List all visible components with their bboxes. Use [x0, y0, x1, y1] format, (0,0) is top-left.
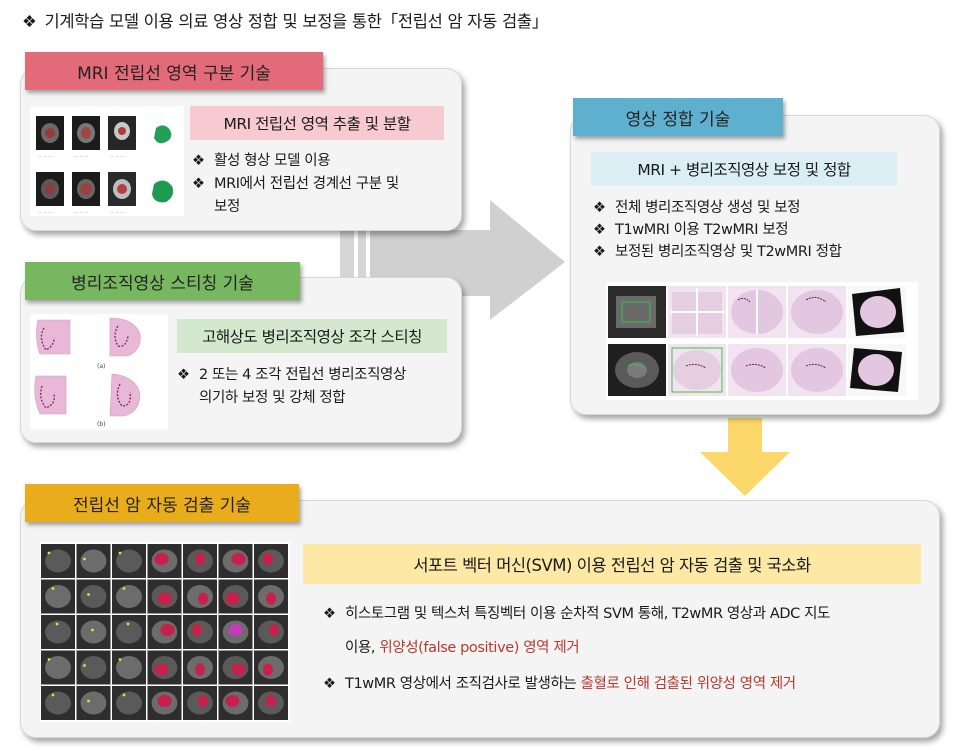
mri-slice-anatomy — [116, 691, 142, 715]
detection-bullet-1: ❖히스토그램 및 텍스처 특징벡터 이용 순차적 SVM 통해, T2wMR 영… — [323, 606, 830, 622]
feature-marker — [87, 593, 90, 596]
mri-slice-anatomy — [80, 620, 107, 644]
mri-slice-anatomy — [116, 584, 142, 609]
svg-text:— — —: — — — — [38, 154, 53, 159]
detected-lesion-overlay — [160, 624, 175, 636]
mri-slice-anatomy — [45, 549, 71, 573]
detected-lesion-overlay — [231, 663, 246, 676]
detected-lesion-overlay — [154, 553, 169, 565]
detected-lesion-overlay — [269, 624, 279, 636]
feature-marker — [87, 699, 90, 703]
detected-lesion-overlay — [198, 592, 208, 605]
mri-slice-anatomy — [80, 691, 107, 715]
detection-highlight-1: 위양성(false positive) 영역 제거 — [379, 640, 580, 656]
mri-bullet-2: ❖MRI에서 전립선 경계선 구분 및 — [192, 176, 399, 192]
registration-figure — [606, 282, 918, 400]
detected-lesion-overlay — [225, 592, 240, 605]
mri-slice-anatomy — [45, 584, 71, 609]
svg-text:— — —: — — — — [74, 154, 89, 159]
histo-panel-tag: 병리조직영상 스티칭 기술 — [25, 262, 300, 300]
feature-marker — [51, 587, 55, 590]
feature-marker — [47, 658, 51, 661]
histo-fig-label-a: (a) — [97, 363, 105, 370]
detection-bullet-1-cont: 이용, 위양성(false positive) 영역 제거 — [345, 640, 580, 656]
detection-highlight-2: 출혈로 인해 검출된 위양성 영역 제거 — [580, 676, 797, 692]
registration-bullet-2: ❖T1wMRI 이용 T2wMRI 보정 — [593, 222, 789, 238]
feature-marker — [83, 557, 86, 561]
histo-fig-label-b: (b) — [97, 421, 106, 428]
detected-lesion-overlay — [157, 592, 172, 605]
registration-panel-tag: 영상 정합 기술 — [573, 98, 783, 136]
mri-slice-anatomy — [80, 584, 107, 609]
feature-marker — [126, 622, 130, 626]
mri-bullet-1: ❖활성 형상 모델 이용 — [192, 153, 331, 169]
histo-stitching-figure: (a) (b) — [30, 314, 168, 430]
detection-figure — [40, 542, 290, 722]
detected-lesion-overlay — [157, 695, 172, 707]
detected-lesion-overlay — [263, 663, 273, 676]
detection-bullet-2: ❖T1wMR 영상에서 조직검사로 발생하는 출혈로 인해 검출된 위양성 영역… — [323, 676, 797, 692]
mri-bullet-2-cont: 보정 — [214, 199, 240, 215]
detected-lesion-overlay — [154, 663, 169, 676]
feature-marker — [122, 693, 126, 697]
registration-panel-subtitle: MRI + 병리조직영상 보정 및 정합 — [591, 152, 897, 186]
feature-marker — [51, 693, 55, 697]
detected-lesion-overlay — [195, 663, 205, 676]
detected-lesion-overlay — [225, 695, 240, 707]
feature-marker — [118, 658, 122, 661]
feature-marker — [122, 587, 126, 590]
detected-lesion-overlay — [231, 553, 246, 565]
histo-bullet-1: ❖2 또는 4 조각 전립선 병리조직영상 — [177, 367, 406, 383]
mri-panel-tag: MRI 전립선 영역 구분 기술 — [25, 52, 323, 90]
feature-marker — [91, 628, 94, 632]
page-title: ❖ 기계학습 모델 이용 의료 영상 정합 및 보정을 통한「전립선 암 자동 검… — [22, 8, 548, 32]
mri-slice-anatomy — [80, 655, 107, 680]
feature-marker — [55, 622, 59, 626]
mri-slice-anatomy — [116, 655, 142, 680]
detected-lesion-overlay — [263, 553, 273, 565]
detected-lesion-overlay — [195, 553, 205, 565]
detection-panel-subtitle: 서포트 벡터 머신(SVM) 이용 전립선 암 자동 검출 및 국소화 — [303, 544, 921, 584]
mri-panel-subtitle: MRI 전립선 영역 추출 및 분할 — [190, 106, 444, 140]
mri-slice-anatomy — [116, 620, 142, 644]
svg-text:— — —: — — — — [110, 154, 125, 159]
title-bullet-icon: ❖ — [22, 12, 37, 31]
svg-text:— — —: — — — — [110, 210, 125, 215]
svg-text:— — —: — — — — [74, 210, 89, 215]
mri-slice-anatomy — [45, 620, 71, 644]
mri-slice-anatomy — [80, 549, 107, 573]
flow-arrow-down-icon — [700, 418, 790, 496]
mri-slice-anatomy — [45, 691, 71, 715]
detected-lesion-overlay — [266, 592, 276, 605]
mri-segmentation-figure: — — — — — — — — — — — — — — — — — — — [30, 106, 184, 216]
detected-lesion-overlay — [228, 624, 243, 636]
title-text: 기계학습 모델 이용 의료 영상 정합 및 보정을 통한「전립선 암 자동 검출… — [44, 12, 549, 31]
detected-lesion-overlay — [198, 695, 208, 707]
feature-marker — [118, 551, 122, 555]
registration-bullet-3: ❖보정된 병리조직영상 및 T2wMRI 정합 — [593, 244, 842, 260]
mri-slice-anatomy — [116, 549, 142, 573]
histo-bullet-1-cont: 의기하 보정 및 강체 정합 — [199, 390, 346, 406]
histo-panel-subtitle: 고해상도 병리조직영상 조각 스티칭 — [177, 319, 447, 353]
feature-marker — [83, 664, 86, 667]
mri-slice-anatomy — [45, 655, 71, 680]
registration-bullet-1: ❖전체 병리조직영상 생성 및 보정 — [593, 200, 801, 216]
detected-lesion-overlay — [266, 695, 276, 707]
detected-lesion-overlay — [192, 624, 202, 636]
feature-marker — [47, 551, 51, 555]
detection-panel-tag: 전립선 암 자동 검출 기술 — [25, 484, 299, 522]
svg-text:— — —: — — — — [38, 210, 53, 215]
